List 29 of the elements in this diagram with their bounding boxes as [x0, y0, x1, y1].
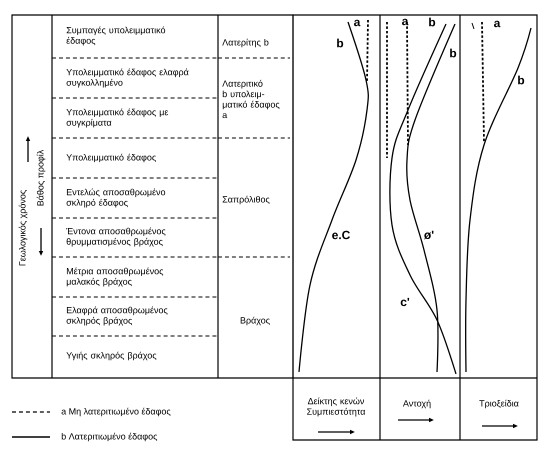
curve-label: e.C [332, 230, 350, 240]
profile-label: Λατερίτης b [222, 38, 268, 48]
property-label: Τριοξείδια [479, 400, 519, 408]
layer-label: Υγιής σκληρός βράχος [66, 352, 156, 360]
curve-label: a [354, 20, 360, 26]
curve-label: c' [400, 298, 410, 306]
property-label: Δείκτης κενών Συμπιεστότητα [307, 397, 366, 417]
profile-label: Σαπρόλιθος [222, 196, 270, 204]
curve-label: ø' [424, 230, 434, 240]
curve-label: b [337, 38, 344, 48]
layer-label: Έντονα αποσαθρωμένος θρυμματισμένος βράχος [66, 227, 166, 247]
axis-label: Βάθος προφίλ [36, 150, 46, 206]
curve-label: a [494, 20, 500, 28]
curve-label: b [450, 48, 456, 58]
property-label: Αντοχή [402, 400, 430, 408]
legend-text: b Λατεριτιωμένο έδαφος [62, 432, 158, 442]
layer-label: Υπολειμματικό έδαφος με συγκρίματα [66, 108, 168, 128]
layer-label: Υπολειμματικό έδαφος ελαφρά συγκολλημένο [66, 68, 189, 88]
layer-label: Συμπαγές υπολειμματικό έδαφος [66, 26, 166, 46]
axis-label: Γεωλογικός χρόνος [18, 190, 28, 266]
layer-label: Εντελώς αποσαθρωμένο σκληρό έδαφος [66, 188, 166, 208]
layer-label: Υπολειμματικό έδαφος [66, 154, 156, 162]
curve-label: b [518, 76, 524, 84]
layer-label: Ελαφρά αποσαθρωμένος σκληρός βράχος [66, 306, 168, 326]
layer-label: Μέτρια αποσαθρωμένος μαλακός βράχος [66, 267, 164, 287]
legend-text: a Μη λατεριτιωμένο έδαφος [62, 408, 170, 416]
curve-label: b [429, 18, 436, 26]
profile-label: Βράχος [240, 316, 270, 326]
profile-label: Λατεριτικό b υπολειμ- ματικό έδαφος a [222, 80, 280, 118]
